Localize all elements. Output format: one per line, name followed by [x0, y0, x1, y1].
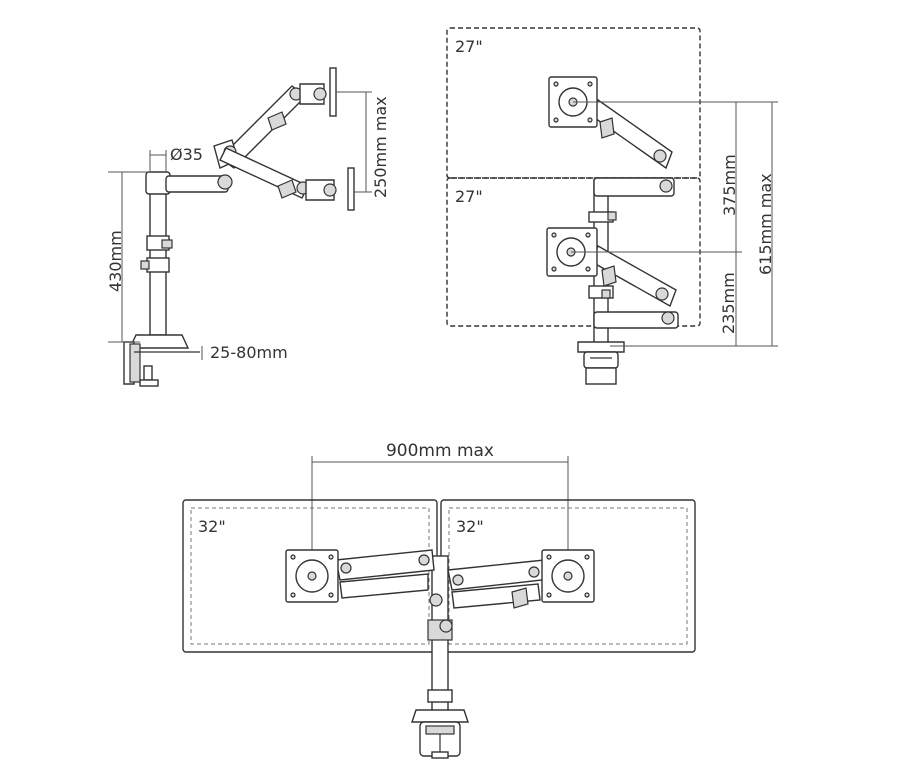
arm-joint — [429, 593, 443, 607]
clamp-range-label: 25-80mm — [210, 343, 288, 362]
lower-height-label: 235mm — [719, 272, 738, 334]
bottom-screen-size: 27" — [455, 187, 483, 206]
upper-height-label: 375mm — [720, 154, 739, 216]
arm-tension-bracket — [599, 117, 615, 139]
side-view-diagram: Ø35 430mm 250mm max 25-80mm — [106, 67, 390, 387]
top-screen-size: 27" — [455, 37, 483, 56]
upper-horizontal-arm — [593, 177, 675, 197]
arm-joint — [418, 554, 430, 566]
base-plate — [411, 709, 469, 723]
side-by-side-diagram: 900mm max 32" 32" — [182, 438, 696, 759]
arm-joint — [659, 179, 673, 193]
arm-joint — [661, 311, 675, 325]
arm-joint — [340, 562, 352, 574]
clamp-handle — [431, 751, 449, 759]
reach-label: 250mm max — [371, 96, 390, 198]
collar-knob — [607, 211, 617, 221]
arm-joint — [452, 574, 464, 586]
pole-diameter-label: Ø35 — [170, 145, 203, 164]
clamp-jaw — [129, 343, 141, 383]
arm-joint — [655, 287, 669, 301]
collar-knob — [140, 260, 150, 270]
arm-tension-bracket — [267, 111, 287, 131]
clamp-jaw — [425, 725, 455, 735]
arm-joint — [439, 619, 453, 633]
clamp-handle — [139, 379, 159, 387]
left-lower-arm — [339, 573, 429, 599]
vesa-plate-upper — [329, 67, 337, 117]
left-screen-size: 32" — [198, 517, 226, 536]
clamp-jaw — [585, 367, 617, 385]
pole-height-label: 430mm — [106, 230, 125, 292]
collar-knob — [601, 289, 611, 299]
total-height-label: 615mm max — [756, 173, 775, 275]
tilt-knob — [313, 87, 327, 101]
clamp-screw — [143, 365, 153, 381]
vesa-center-left — [307, 571, 317, 581]
arm-tension-bracket — [601, 265, 617, 287]
right-screen-size: 32" — [456, 517, 484, 536]
left-screen-inner — [190, 507, 430, 645]
pole — [149, 174, 167, 336]
clamp-head — [583, 351, 619, 369]
collar-knob — [161, 239, 173, 249]
lower-horizontal-arm — [593, 311, 679, 329]
arm-joint — [653, 149, 667, 163]
stacked-view-diagram: 27" 27" — [446, 27, 778, 385]
arm-tension-bracket — [511, 587, 529, 609]
arm-joint — [528, 566, 540, 578]
tilt-knob — [323, 183, 337, 197]
width-label: 900mm max — [386, 441, 494, 461]
vesa-center-right — [563, 571, 573, 581]
vesa-plate-lower — [347, 167, 355, 211]
arm-joint — [217, 174, 233, 190]
pole-collar-lower — [146, 257, 170, 273]
pole-collar — [427, 689, 453, 703]
base-plate — [577, 341, 625, 353]
arm-tension-bracket — [277, 179, 297, 199]
